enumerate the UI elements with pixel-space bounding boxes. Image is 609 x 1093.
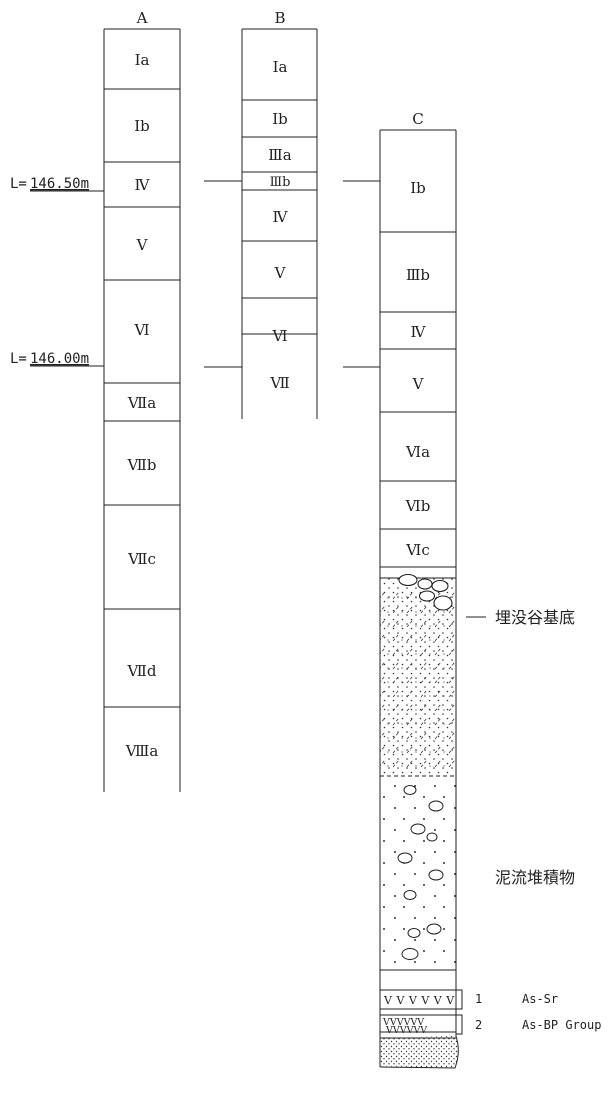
- svg-text:V V V V V V: V V V V V V: [383, 994, 455, 1007]
- column-a-layer-label: Ⅶa: [127, 394, 156, 412]
- dashed-hatch-fill: [380, 590, 456, 775]
- column-b-layer-label: Ⅰa: [273, 58, 288, 76]
- column-b-layer-label: Ⅲa: [268, 146, 291, 164]
- column-a-layer-labels: Ⅰa Ⅰb Ⅳ Ⅴ Ⅵ Ⅶa Ⅶb Ⅶc Ⅶd Ⅷa: [125, 51, 159, 760]
- column-c-header: C: [412, 110, 423, 128]
- level-marker-upper: L= 146.50m: [10, 176, 104, 192]
- column-c-layer-label: Ⅵc: [405, 541, 430, 559]
- level-upper-prefix: L=: [10, 176, 27, 192]
- tephra-1-name: As-Sr: [522, 992, 558, 1006]
- column-b-layer-label: Ⅲb: [270, 175, 291, 190]
- column-a-layer-label: Ⅰb: [134, 117, 150, 135]
- column-a-layer-label: Ⅴ: [136, 236, 149, 254]
- annotation-buried-valley-base: 埋没谷基底: [466, 608, 575, 627]
- column-b-layer-label: Ⅶ: [269, 374, 289, 392]
- column-a-layer-label: Ⅷa: [125, 742, 159, 760]
- column-c-layer-label: Ⅰb: [410, 179, 426, 197]
- column-b-layer-label: Ⅰb: [272, 110, 288, 128]
- column-c-layer-label: Ⅵb: [405, 497, 431, 515]
- buried-valley-base-label: 埋没谷基底: [495, 608, 575, 627]
- column-a-layer-label: Ⅶb: [127, 456, 157, 474]
- column-b-layer-labels: Ⅰa Ⅰb Ⅲa Ⅲb Ⅳ Ⅴ Ⅵ Ⅶ: [268, 58, 291, 392]
- level-ticks: [204, 181, 380, 367]
- level-lower-value: 146.00m: [30, 351, 89, 367]
- level-upper-value: 146.50m: [30, 176, 89, 192]
- column-a-layer-label: Ⅰa: [135, 51, 150, 69]
- tephra-label-2: 2 As-BP Group: [475, 1018, 601, 1032]
- tephra-2-number: 2: [475, 1018, 482, 1032]
- column-b-layer-label: Ⅳ: [273, 208, 289, 226]
- column-c: C: [380, 110, 462, 1068]
- column-c-layer-label: Ⅴ: [412, 375, 425, 393]
- tephra-2-name: As-BP Group: [522, 1018, 601, 1032]
- column-a-layer-label: Ⅶd: [127, 662, 157, 680]
- basal-sand-fill: [380, 1036, 458, 1068]
- level-marker-lower: L= 146.00m: [10, 351, 104, 367]
- column-c-layer-label: Ⅳ: [411, 323, 427, 341]
- column-c-layer-labels: Ⅰb Ⅲb Ⅳ Ⅴ Ⅵa Ⅵb Ⅵc: [405, 179, 431, 559]
- mudflow-deposit-label: 泥流堆積物: [495, 868, 575, 887]
- svg-text:VVVVVV: VVVVVV: [385, 1025, 427, 1036]
- tephra-label-1: 1 As-Sr: [475, 992, 558, 1006]
- tephra-layer-2: VVVVVV VVVVVV: [380, 1015, 462, 1036]
- column-c-layer-label: Ⅵa: [405, 443, 430, 461]
- level-lower-prefix: L=: [10, 351, 27, 367]
- tephra-layer-1: V V V V V V: [380, 990, 462, 1009]
- column-c-layer-label: Ⅲb: [406, 266, 430, 284]
- column-b-header: B: [274, 9, 285, 27]
- mudflow-dot-fill: [380, 776, 456, 970]
- column-a-layer-label: Ⅶc: [127, 550, 156, 568]
- column-b-layer-label: Ⅴ: [274, 264, 287, 282]
- column-a-header: A: [136, 9, 148, 27]
- column-b-layer-label: Ⅵ: [271, 327, 287, 345]
- tephra-1-number: 1: [475, 992, 482, 1006]
- column-a-layer-label: Ⅳ: [135, 176, 151, 194]
- column-a-layer-label: Ⅵ: [133, 321, 149, 339]
